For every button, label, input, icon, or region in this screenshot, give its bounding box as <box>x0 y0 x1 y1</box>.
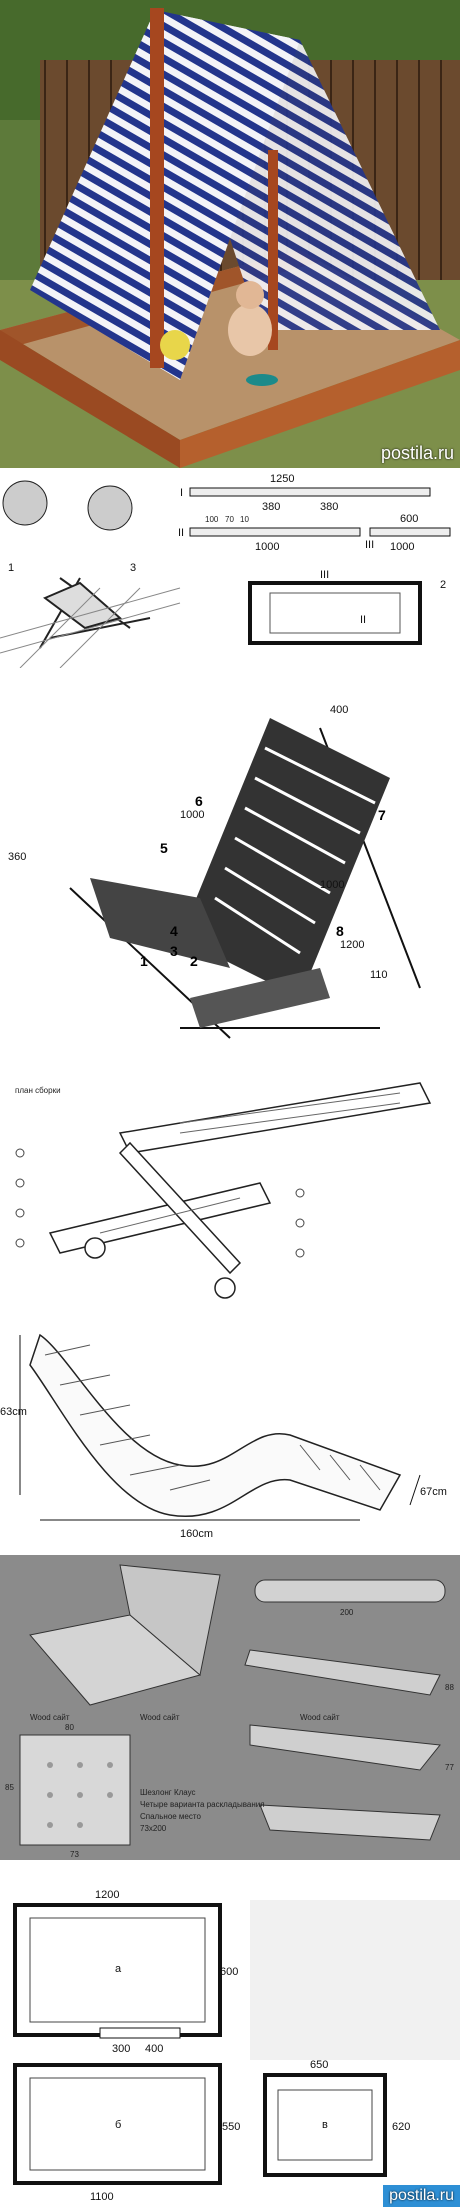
roman-I: I <box>180 487 183 499</box>
sandbox-photo: postila.ru <box>0 0 460 468</box>
part-2: 2 <box>190 953 198 969</box>
dim-380a: 380 <box>262 501 280 513</box>
side-letter: в <box>322 2119 328 2131</box>
roman-III: III <box>365 539 374 551</box>
bottom-height: 550 <box>222 2121 240 2133</box>
top-letter: а <box>115 1963 122 1975</box>
callout-3: 3 <box>130 562 136 574</box>
side-height: 620 <box>392 2121 410 2133</box>
caption-line-4: 73х200 <box>140 1824 167 1833</box>
dim-length: 160cm <box>180 1528 213 1540</box>
roman-II: II <box>178 527 184 539</box>
dim-85: 85 <box>5 1783 14 1792</box>
dim-1000b: 1000 <box>390 541 414 553</box>
part-5: 5 <box>160 840 168 856</box>
brand-watermark-3: Wood сайт <box>300 1713 340 1722</box>
top-height: 600 <box>220 1966 238 1978</box>
cushion-lounger-drawing: 200 80 85 73 88 77 Wood сайт Wood сайт W… <box>0 1555 460 1860</box>
dim-100: 100 <box>205 515 219 524</box>
lounger-isometric-drawing: 400 360 1000 1000 1200 110 1 2 3 4 5 6 7… <box>0 668 460 1073</box>
side-width: 650 <box>310 2059 328 2071</box>
dim-1000-top: 1000 <box>180 809 204 821</box>
frame-roman-II: II <box>360 614 366 626</box>
top-dim-a: 300 <box>112 2043 130 2055</box>
part-7: 7 <box>378 807 386 823</box>
dim-110: 110 <box>370 969 388 981</box>
folding-chair-drawing: 1 3 2 1250 380 380 100 70 10 1000 600 10… <box>0 468 460 668</box>
top-width: 1200 <box>95 1889 119 1901</box>
assembly-plan-drawing: план сборки <box>0 1073 460 1315</box>
part-6: 6 <box>195 793 203 809</box>
caption-line-3: Спальное место <box>140 1812 201 1821</box>
curved-lounger-drawing: 63cm 160cm 67cm <box>0 1315 460 1555</box>
dim-1000: 1000 <box>255 541 279 553</box>
bottom-letter: б <box>115 2119 121 2131</box>
assembly-title: план сборки <box>15 1086 61 1095</box>
caption-line-1: Шезлонг Клаус <box>140 1788 196 1797</box>
caption-line-2: Четыре варианта раскладывания <box>140 1800 265 1809</box>
dim-600: 600 <box>400 513 418 525</box>
frame-plans-drawing: 1200 600 а 300 400 1100 550 б 650 620 в … <box>0 1860 460 2207</box>
part-8: 8 <box>336 923 344 939</box>
dim-77: 77 <box>445 1763 454 1772</box>
part-4: 4 <box>170 923 178 939</box>
dim-width: 67cm <box>420 1486 447 1498</box>
part-3: 3 <box>170 943 178 959</box>
frame-roman-III: III <box>320 569 329 581</box>
top-dim-b: 400 <box>145 2043 163 2055</box>
part-1: 1 <box>140 953 148 969</box>
callout-1: 1 <box>8 562 14 574</box>
dim-80: 80 <box>65 1723 74 1732</box>
dim-1000-side: 1000 <box>320 879 344 891</box>
dim-380b: 380 <box>320 501 338 513</box>
brand-watermark-1: Wood сайт <box>30 1713 70 1722</box>
dim-200: 200 <box>340 1608 354 1617</box>
dim-88: 88 <box>445 1683 454 1692</box>
dim-height: 63cm <box>0 1406 27 1418</box>
dim-400: 400 <box>330 704 348 716</box>
dim-1200: 1200 <box>340 939 364 951</box>
dim-70: 70 <box>225 515 234 524</box>
dim-360: 360 <box>8 851 26 863</box>
bottom-width: 1100 <box>90 2191 114 2203</box>
watermark-text: postila.ru <box>380 443 454 463</box>
dim-10: 10 <box>240 515 249 524</box>
callout-2: 2 <box>440 579 446 591</box>
dim-1250: 1250 <box>270 473 294 485</box>
brand-watermark-2: Wood сайт <box>140 1713 180 1722</box>
watermark-postila: postila.ru <box>383 2185 460 2207</box>
dim-73: 73 <box>70 1850 79 1859</box>
